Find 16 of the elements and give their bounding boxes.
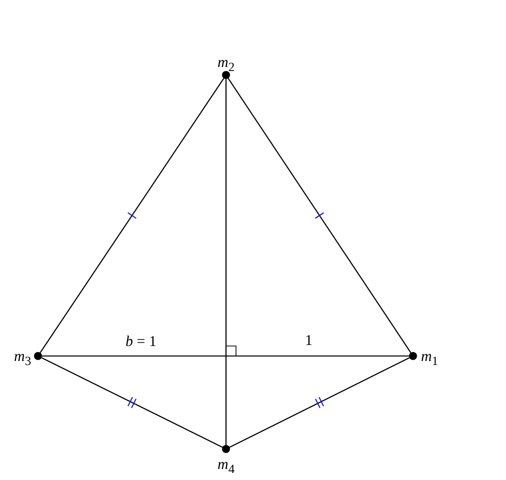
point-dot bbox=[222, 71, 230, 79]
line-segment bbox=[229, 357, 410, 448]
point-label: m$_{1}$ bbox=[421, 350, 438, 368]
segment-length-label: 1 bbox=[305, 334, 312, 349]
point-dot bbox=[409, 352, 417, 360]
line-segment bbox=[228, 78, 412, 353]
point-label: m$_{2}$ bbox=[218, 56, 235, 74]
point-label: m$_{3}$ bbox=[14, 350, 32, 368]
point-dot bbox=[222, 445, 230, 453]
point-dot bbox=[34, 352, 42, 360]
line-segment bbox=[41, 357, 223, 448]
line-segment bbox=[225, 79, 227, 445]
line-segment bbox=[40, 78, 224, 353]
line-segment bbox=[42, 355, 409, 357]
segment-length-label: b = 1 bbox=[126, 335, 156, 350]
point-label: m$_{4}$ bbox=[218, 458, 235, 476]
